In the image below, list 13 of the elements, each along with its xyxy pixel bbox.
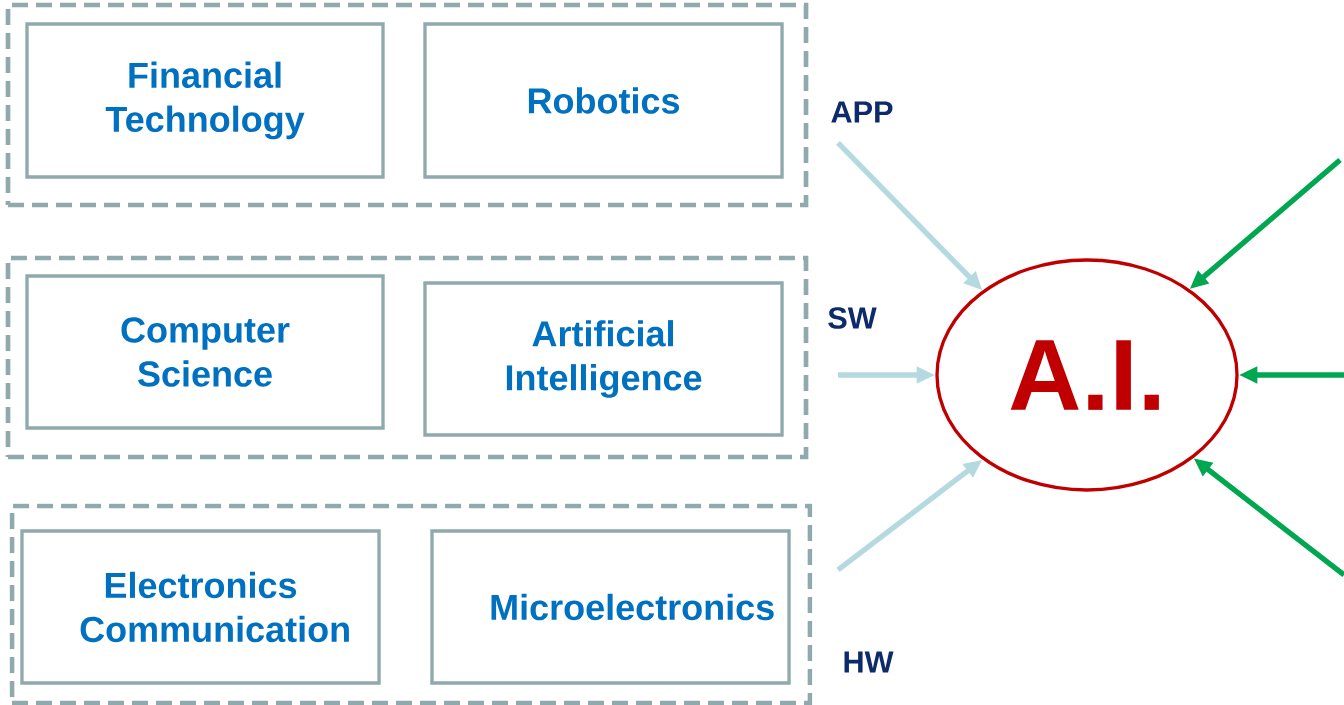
field-box: Electronics Communication [20,529,381,685]
layer-label: SW [828,307,877,329]
dashed-group-frame [5,255,809,460]
layer-label: APP [831,101,893,123]
field-box: Financial Technology [25,22,385,179]
dashed-group-frame [5,2,809,208]
field-box: Computer Science [25,274,385,430]
field-box: Robotics [423,22,784,179]
dashed-group-frame [9,503,813,705]
layer-label: HW [844,651,894,673]
field-box: Microelectronics [430,529,791,685]
ellipse-node: A.I. [935,258,1239,492]
field-box: Artificial Intelligence [423,281,784,437]
